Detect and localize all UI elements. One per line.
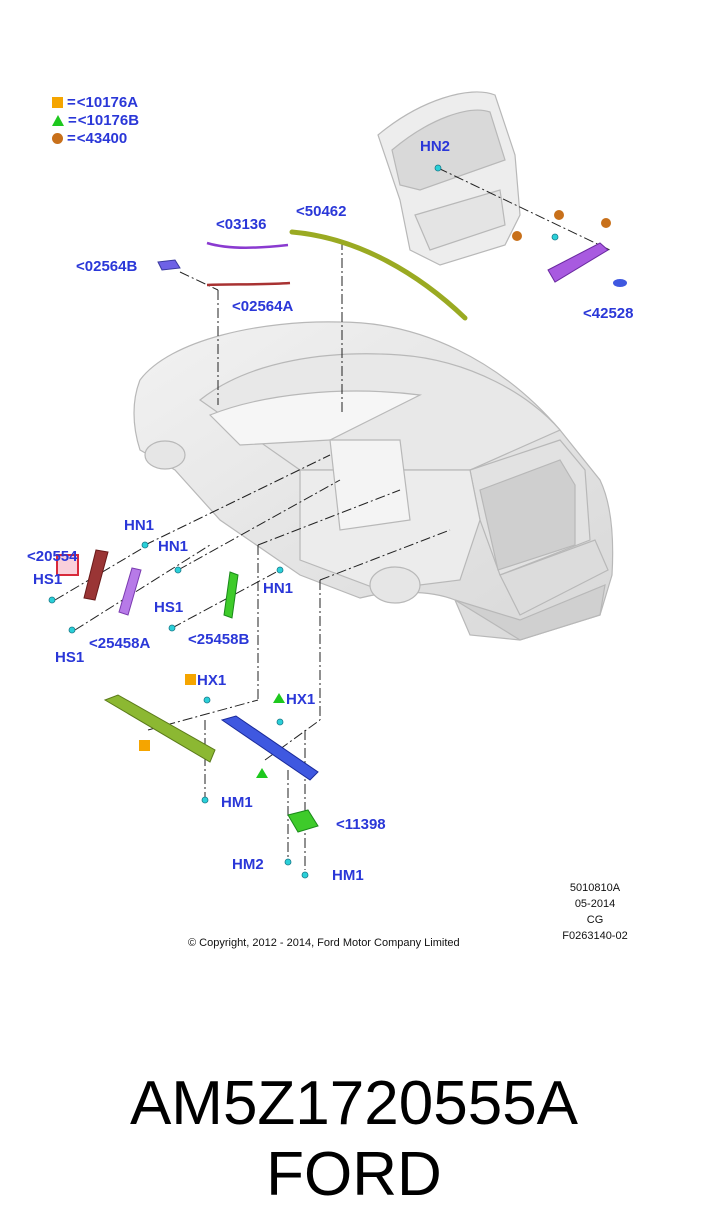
small-triangle-marker xyxy=(273,693,285,703)
legend-equals: = xyxy=(67,93,76,111)
callout-02564b: <02564B xyxy=(76,258,138,275)
callout-03136: <03136 xyxy=(216,216,267,233)
strip-03136 xyxy=(206,241,289,249)
callout-25458b: <25458B xyxy=(188,631,250,648)
legend-row: = <10176A xyxy=(52,93,139,111)
bracket-11398 xyxy=(287,809,319,833)
pillar-trim-25458b xyxy=(223,571,239,619)
legend-text: <10176A xyxy=(76,93,139,111)
callout-hn2: HN2 xyxy=(420,138,451,155)
brand-name: FORD xyxy=(266,1140,442,1209)
meta-line: CG xyxy=(586,914,604,926)
callout-hx1: HX1 xyxy=(286,691,316,708)
callout-42528: <42528 xyxy=(583,305,634,322)
spoiler-part xyxy=(547,242,609,283)
triangle-icon xyxy=(52,114,64,126)
roof-moulding xyxy=(289,229,468,321)
callout-hn1: HN1 xyxy=(158,538,189,555)
meta-line: 05-2014 xyxy=(574,898,616,910)
callout-hn1: HN1 xyxy=(124,517,155,534)
legend-text: <43400 xyxy=(76,129,128,147)
callout-hs1: HS1 xyxy=(55,649,85,666)
legend: = <10176A = <10176B = <43400 xyxy=(52,93,139,147)
legend-equals: = xyxy=(67,129,76,147)
callout-hx1: HX1 xyxy=(197,672,227,689)
legend-square-marker xyxy=(139,740,150,751)
pillar-trim-25458a xyxy=(118,567,142,616)
legend-circle-markers xyxy=(512,210,611,241)
legend-triangle-marker xyxy=(256,768,268,778)
legend-row: = <43400 xyxy=(52,129,139,147)
copyright-notice: © Copyright, 2012 - 2014, Ford Motor Com… xyxy=(188,937,460,949)
callout-hn1: HN1 xyxy=(263,580,294,597)
small-square-marker xyxy=(185,674,196,685)
meta-line: F0263140-02 xyxy=(562,930,628,942)
part-number: AM5Z1720555A xyxy=(129,1069,579,1138)
liftgate xyxy=(377,91,521,266)
diagram-artwork xyxy=(48,91,627,879)
pillar-trim-20554 xyxy=(83,549,109,601)
highlight-box xyxy=(56,554,79,576)
circle-icon xyxy=(52,132,63,144)
clip-02564b xyxy=(157,259,181,271)
parts-diagram: = <10176A = <10176B = <43400 HN2 <50462 … xyxy=(27,91,645,949)
callout-50462: <50462 xyxy=(296,203,347,220)
square-icon xyxy=(52,96,63,108)
part-title: AM5Z1720555A FORD xyxy=(0,1068,708,1210)
callout-25458a: <25458A xyxy=(89,635,151,652)
callout-02564a: <02564A xyxy=(232,298,294,315)
drawing-meta: 5010810A 05-2014 CG F0263140-02 xyxy=(545,880,645,944)
vehicle-body xyxy=(133,321,614,641)
callout-hm2: HM2 xyxy=(232,856,264,873)
strip-02564a xyxy=(206,281,291,287)
sill-plate-green xyxy=(103,694,216,763)
callout-11398: <11398 xyxy=(336,816,386,833)
callout-20554: <20554 xyxy=(27,548,78,565)
legend-row: = <10176B xyxy=(52,111,139,129)
leader-lines xyxy=(54,167,611,870)
clip-42528 xyxy=(613,279,627,287)
sill-plate-blue xyxy=(220,715,319,781)
callout-hm1: HM1 xyxy=(332,867,364,884)
callout-hs1: HS1 xyxy=(154,599,184,616)
callout-hs1: HS1 xyxy=(33,571,63,588)
legend-equals: = xyxy=(68,111,77,129)
callout-hm1: HM1 xyxy=(221,794,253,811)
meta-line: 5010810A xyxy=(569,882,621,894)
fastener-clips xyxy=(48,164,559,879)
legend-text: <10176B xyxy=(77,111,140,129)
